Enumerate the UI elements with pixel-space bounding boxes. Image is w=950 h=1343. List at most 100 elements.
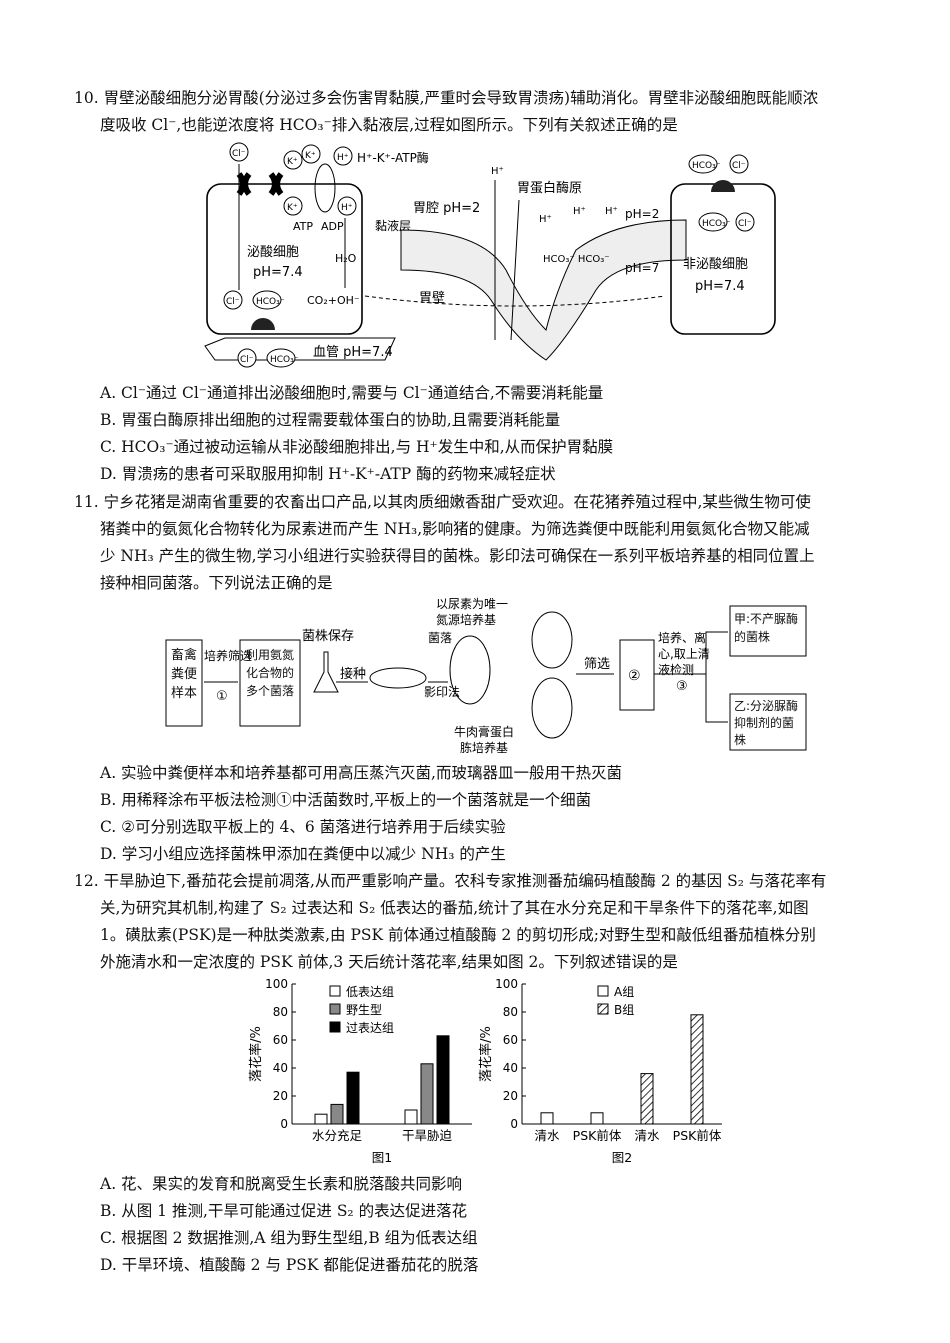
y-tick-label: 60 (273, 1033, 288, 1047)
circle-1-label: ① (216, 689, 228, 704)
y-tick-label: 40 (273, 1061, 288, 1075)
beef-plate (531, 677, 573, 739)
cl-ion-icon-2 (223, 290, 243, 310)
hco3-label-1: HCO₃⁻ (256, 297, 285, 307)
k-channel-icon (268, 172, 284, 196)
sample-label: 畜禽粪便样本 (170, 648, 197, 701)
hco3-label-4: HCO₃⁻ (702, 219, 731, 229)
pepsinogen-label: 胃蛋白酶原 (517, 180, 582, 196)
circle-3-label: ③ (676, 679, 688, 694)
q12-option-a: A. 花、果实的发育和脱离受生长素和脱落酸共同影响 (100, 1175, 463, 1193)
jia-label: 甲:不产脲酶的菌株 (734, 612, 799, 644)
x-tick-label: PSK前体 (673, 1128, 722, 1143)
non-secreting-ph-label: pH=7.4 (695, 279, 745, 294)
k-ion-icon-2 (301, 144, 321, 164)
urea-medium-2: 氮源培养基 (436, 612, 496, 627)
legend-swatch (597, 985, 609, 997)
q11-option-c: C. ②可分别选取平板上的 4、6 菌落进行培养用于后续实验 (100, 818, 506, 836)
cl-ion-icon-5 (735, 212, 755, 232)
x-tick-label: 水分充足 (312, 1128, 363, 1143)
ph2-label: pH=2 (625, 207, 659, 221)
q11-stem-line4: 接种相同菌落。下列说法正确的是 (100, 574, 333, 592)
q12-stem-line3: 1。磺肽素(PSK)是一种肽类激素,由 PSK 前体通过植酸酶 2 的剪切形成;… (100, 926, 816, 944)
y-axis-label: 落花率/% (478, 1026, 494, 1082)
bar (590, 1112, 604, 1125)
colony-label: 菌落 (428, 631, 452, 645)
hco3-icon-4 (698, 212, 728, 232)
bar (404, 1109, 418, 1125)
x-tick-label: 清水 (534, 1128, 560, 1143)
bar (330, 1103, 344, 1125)
q10-stem-line2: 度吸收 Cl⁻,也能逆浓度将 HCO₃⁻排入黏液层,过程如图所示。下列有关叙述正… (100, 116, 678, 134)
q10-option-d: D. 胃溃疡的患者可采取服用抑制 H⁺-K⁺-ATP 酶的药物来减轻症状 (100, 465, 556, 483)
stomach-wall-icon (400, 219, 687, 361)
figure-1-chart: 020406080100落花率/%低表达组野生型过表达组水分充足干旱胁迫图1 (248, 977, 472, 1165)
hco3-label-2: HCO₃⁻ (270, 355, 299, 365)
hco3-icon-3 (688, 154, 718, 174)
q12-option-d: D. 干旱环境、植酸酶 2 与 PSK 都能促进番茄花的脱落 (100, 1256, 479, 1274)
k-label-2: K⁺ (305, 151, 316, 161)
bar (690, 1014, 704, 1125)
q11-stem-line1: 11. 宁乡花猪是湖南省重要的农畜出口产品,以其肉质细嫩香甜广受欢迎。在花猪养殖… (74, 493, 811, 511)
legend-label: B组 (614, 1003, 634, 1017)
hco3-pair-label: HCO₃⁻ HCO₃⁻ (543, 254, 610, 265)
q10-figure: Cl⁻ K⁺ K⁺ K⁺ H⁺ H⁺-K⁺-ATP酶 H⁺ ATP ADP 泌酸… (204, 142, 776, 368)
y-tick-label: 80 (503, 1005, 518, 1019)
test-label-3: 液检测 (658, 662, 694, 677)
q11-option-d: D. 学习小组应选择菌株甲添加在粪便中以减少 NH₃ 的产生 (100, 845, 506, 863)
cl-label-3: Cl⁻ (240, 355, 254, 365)
beef-medium-1: 牛肉膏蛋白 (454, 724, 514, 739)
y-tick-label: 20 (503, 1089, 518, 1103)
bar (640, 1073, 654, 1125)
cl-ion-icon-4 (729, 154, 749, 174)
k-label-3: K⁺ (287, 203, 298, 213)
h-label-top: H⁺ (491, 166, 504, 177)
legend-swatch (597, 1003, 609, 1015)
h-label-4: H⁺ (605, 206, 618, 217)
urea-medium-1: 以尿素为唯一 (436, 597, 508, 611)
urea-plate (531, 611, 573, 669)
hco3-icon-2 (266, 348, 296, 368)
q11-option-b: B. 用稀释涂布平板法检测①中活菌数时,平板上的一个菌落就是一个细菌 (100, 791, 592, 809)
hco3-label-3: HCO₃⁻ (692, 161, 721, 171)
keep-label: 菌株保存 (302, 629, 354, 644)
h-label-3: H⁺ (573, 206, 586, 217)
q12-stem-line1: 12. 干旱胁迫下,番茄花会提前凋落,从而严重影响产量。农科专家推测番茄编码植酸… (74, 872, 827, 890)
y-tick-label: 0 (280, 1117, 288, 1131)
k-ion-icon-3 (283, 196, 303, 216)
bar (420, 1063, 434, 1125)
colonies-label: 利用氨氮化合物的多个菌落 (245, 648, 294, 698)
cl-ion-icon-3 (237, 348, 257, 368)
box-2 (619, 639, 655, 711)
co2-label: CO₂+OH⁻ (307, 294, 360, 307)
mucus-label: 黏液层 (375, 218, 411, 233)
secreting-cell-outline (206, 183, 363, 335)
bar (346, 1071, 360, 1125)
q10-option-c: C. HCO₃⁻通过被动运输从非泌酸细胞排出,与 H⁺发生中和,从而保护胃黏膜 (100, 438, 614, 456)
master-plate (449, 635, 491, 705)
bar (436, 1035, 450, 1125)
bar (314, 1113, 328, 1125)
q12-stem-line4: 外施清水和一定浓度的 PSK 前体,3 天后统计落花率,结果如图 2。下列叙述错… (100, 953, 678, 971)
cl-label-5: Cl⁻ (738, 219, 752, 229)
vessel-label: 血管 pH=7.4 (313, 345, 393, 360)
y-tick-label: 40 (503, 1061, 518, 1075)
q10-stem-line1: 10. 胃壁泌酸细胞分泌胃酸(分泌过多会伤害胃黏膜,严重时会导致胃溃疡)辅助消化… (74, 89, 819, 107)
dashed-link (364, 295, 666, 307)
lumen-label: 胃腔 pH=2 (413, 201, 480, 216)
plate-icon (369, 667, 427, 689)
replica-label: 影印法 (424, 685, 460, 699)
test-label-1: 培养、离 (658, 630, 706, 645)
k-ion-icon (283, 150, 303, 170)
pump-label: H⁺-K⁺-ATP酶 (357, 150, 429, 165)
yi-box (729, 693, 807, 751)
h-ion-icon (333, 146, 353, 166)
flask-icon (313, 651, 339, 693)
legend-swatch (329, 1003, 341, 1015)
ph7-label: pH=7 (625, 261, 659, 275)
cl-channel-icon (236, 172, 252, 196)
q11-stem-line2: 猪粪中的氨氮化合物转化为尿素进而产生 NH₃,影响猪的健康。为筛选粪便中既能利用… (100, 520, 810, 538)
q10-option-a: A. Cl⁻通过 Cl⁻通道排出泌酸细胞时,需要与 Cl⁻通道结合,不需要消耗能… (100, 384, 604, 402)
bar (540, 1112, 554, 1125)
